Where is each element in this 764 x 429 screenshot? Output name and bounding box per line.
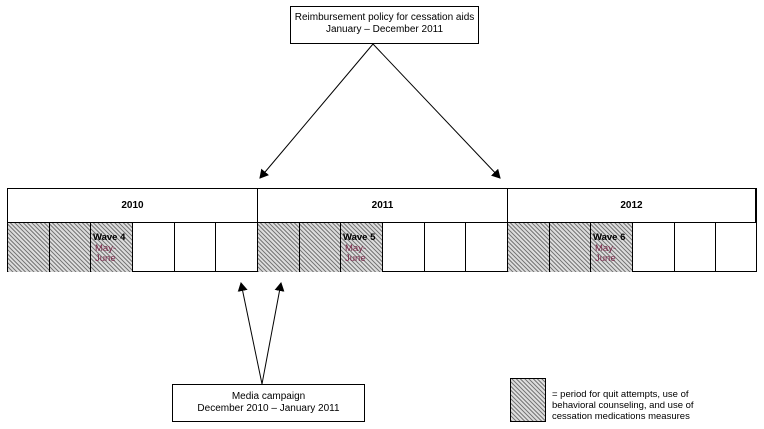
policy-arrow-right	[372, 43, 501, 179]
legend-swatch	[510, 378, 546, 422]
policy-box: Reimbursement policy for cessation aids …	[290, 6, 479, 44]
period-cell	[175, 223, 216, 272]
media-arrow-right	[261, 282, 285, 385]
wave-cell-6: Wave 6 May-June	[591, 223, 633, 272]
wave-label: Wave 6	[593, 232, 626, 243]
period-cell	[425, 223, 466, 272]
period-cell	[258, 223, 300, 272]
policy-dates: January – December 2011	[325, 24, 444, 35]
wave-months: May-June	[595, 243, 617, 264]
period-cell	[8, 223, 50, 272]
year-header-2012: 2012	[508, 189, 756, 222]
period-cell	[466, 223, 508, 272]
period-cell	[550, 223, 591, 272]
wave-cell-5: Wave 5 May-June	[341, 223, 383, 272]
period-row: Wave 4 May-June Wave 5 May-June Wave 6 M…	[8, 222, 756, 272]
period-cell	[50, 223, 91, 272]
wave-label: Wave 4	[93, 232, 126, 243]
media-title: Media campaign	[231, 391, 306, 402]
policy-title: Reimbursement policy for cessation aids	[294, 12, 475, 23]
legend-text: = period for quit attempts, use of behav…	[552, 389, 694, 422]
timeline: 2010 2011 2012 Wave 4 May-June Wave 5 Ma…	[7, 188, 757, 272]
period-cell	[675, 223, 716, 272]
policy-arrow-left	[259, 43, 374, 179]
period-cell	[383, 223, 425, 272]
period-cell	[133, 223, 175, 272]
wave-months: May-June	[345, 243, 367, 264]
period-cell	[633, 223, 675, 272]
year-header-2011: 2011	[258, 189, 508, 222]
media-dates: December 2010 – January 2011	[197, 403, 340, 414]
wave-months: May-June	[95, 243, 117, 264]
media-box: Media campaign December 2010 – January 2…	[172, 384, 365, 422]
period-cell	[508, 223, 550, 272]
wave-cell-4: Wave 4 May-June	[91, 223, 133, 272]
period-cell	[216, 223, 258, 272]
wave-label: Wave 5	[343, 232, 376, 243]
media-arrow-left	[237, 282, 263, 385]
year-header-2010: 2010	[8, 189, 258, 222]
period-cell	[716, 223, 756, 272]
period-cell	[300, 223, 341, 272]
